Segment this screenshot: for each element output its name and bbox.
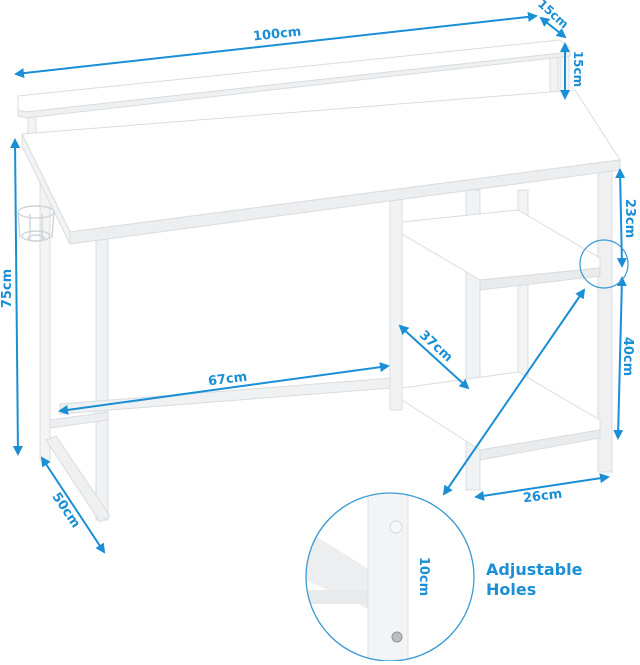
- shelf-unit-inner-back-leg: [389, 199, 403, 411]
- callout-line-2: Holes: [486, 580, 537, 599]
- arrow-detail-pointer: [442, 288, 586, 496]
- desk: [17, 39, 621, 523]
- callout-line-1: Adjustable: [486, 560, 583, 579]
- joint-highlight-circle: [579, 239, 629, 289]
- left-front-leg: [39, 159, 51, 461]
- dimension-lines: [10, 11, 627, 647]
- arrow-shelf-depth: [539, 16, 567, 39]
- adjustable-holes-callout: Adjustable Holes: [486, 560, 582, 600]
- left-back-leg: [95, 229, 109, 521]
- detail-magnifier: [305, 492, 475, 662]
- arrow-desk-depth: [40, 456, 106, 554]
- label-overall-height: 75cm: [0, 268, 16, 309]
- label-lower-shelf-gap: 40cm: [620, 336, 636, 377]
- arrow-lower-shelf-gap: [613, 276, 627, 440]
- arrow-overall-height: [10, 138, 23, 456]
- arrow-overall-width: [14, 11, 538, 79]
- arrow-legroom-width: [58, 362, 390, 415]
- label-upper-shelf-gap: 23cm: [622, 198, 638, 239]
- label-shelf-height: 15cm: [571, 50, 586, 88]
- label-hole-spacing: 10cm: [416, 556, 432, 597]
- middle-shelf: [401, 209, 601, 281]
- arrow-upper-shelf-gap: [615, 168, 627, 268]
